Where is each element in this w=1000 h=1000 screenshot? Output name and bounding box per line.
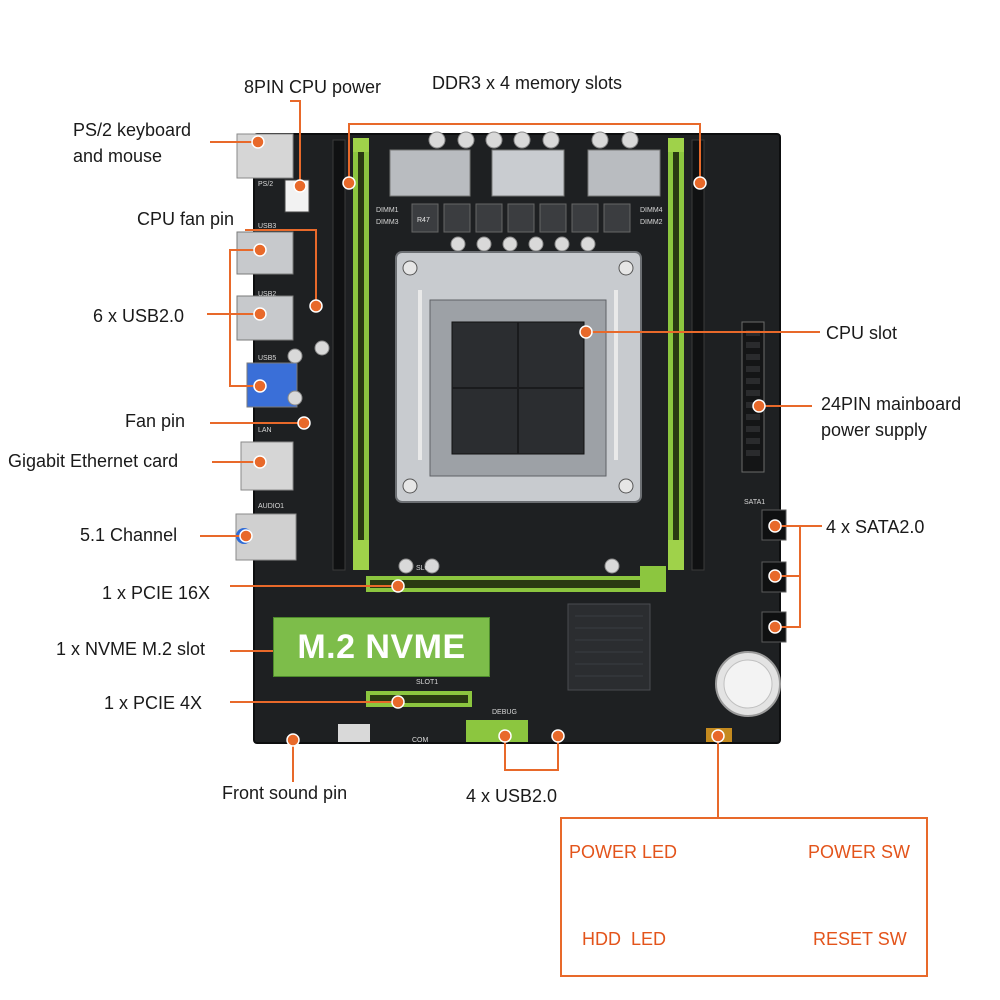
silk-usb5: USB5 <box>258 355 276 362</box>
silk-usb3: USB3 <box>258 223 276 230</box>
callout-dots <box>239 135 782 747</box>
label-cpu-fan: CPU fan pin <box>137 209 235 229</box>
legend-reset-sw: RESET SW <box>813 929 907 949</box>
dimm-slot-1 <box>332 139 346 571</box>
silk-slot1: SLOT1 <box>416 679 438 686</box>
m2-nvme-card-label: M.2 NVME <box>297 628 466 666</box>
label-ps2-line2: and mouse <box>73 146 163 166</box>
label-front-sound: Front sound pin <box>222 783 348 803</box>
silk-usb2: USB2 <box>258 291 276 298</box>
label-pcie16: 1 x PCIE 16X <box>102 583 211 603</box>
label-fan-pin: Fan pin <box>125 411 186 431</box>
legend-hdd-led: HDD LED <box>582 929 667 949</box>
label-ethernet: Gigabit Ethernet card <box>8 451 179 471</box>
front-usb-header <box>466 720 528 742</box>
silk-com: COM <box>412 737 429 744</box>
silk-dimm3: DIMM3 <box>376 219 399 226</box>
legend-power-sw: POWER SW <box>808 842 910 862</box>
silk-slot2: SLOT2 <box>416 565 438 572</box>
dimm-slot-4 <box>691 139 705 571</box>
silk-sata: SATA1 <box>744 499 765 506</box>
silk-dimm4: DIMM4 <box>640 207 663 214</box>
label-usb-rear: 6 x USB2.0 <box>93 306 185 326</box>
inductors <box>411 203 631 233</box>
dimm-slots <box>332 138 705 571</box>
silkscreen-labels: PS/2 USB3 USB2 USB5 LAN AUDIO1 SATA1 SLO… <box>258 181 765 744</box>
label-ps2-line1: PS/2 keyboard <box>73 120 192 140</box>
label-atx24-line1: 24PIN mainboard <box>821 394 962 414</box>
label-memory-slots: DDR3 x 4 memory slots <box>432 73 623 93</box>
silk-dimm1: DIMM1 <box>376 207 399 214</box>
silk-lan: LAN <box>258 427 272 434</box>
ps2-port <box>236 133 294 179</box>
cpu-socket <box>395 251 642 503</box>
front-panel-legend <box>560 817 928 977</box>
silk-dimm2: DIMM2 <box>640 219 663 226</box>
label-cpu-power: 8PIN CPU power <box>244 77 382 97</box>
silk-ps2: PS/2 <box>258 181 273 188</box>
chipset-heatsink <box>567 603 651 691</box>
silk-inductor: R47 <box>417 217 430 224</box>
label-pcie4: 1 x PCIE 4X <box>104 693 203 713</box>
label-usb-front: 4 x USB2.0 <box>466 786 558 806</box>
label-audio: 5.1 Channel <box>80 525 178 545</box>
silk-debug: DEBUG <box>492 709 517 716</box>
rear-io-ports <box>235 133 298 561</box>
legend-power-led: POWER LED <box>569 842 678 862</box>
m2-nvme-card: M.2 NVME <box>273 617 490 677</box>
capacitors <box>287 131 639 574</box>
silk-audio: AUDIO1 <box>258 503 284 510</box>
label-nvme: 1 x NVME M.2 slot <box>56 639 206 659</box>
front-audio-header <box>338 724 370 742</box>
lan-port <box>240 441 294 491</box>
vrm-heatsinks <box>389 149 661 197</box>
label-atx24-line2: power supply <box>821 420 928 440</box>
label-cpu-slot: CPU slot <box>826 323 898 343</box>
label-sata: 4 x SATA2.0 <box>826 517 925 537</box>
